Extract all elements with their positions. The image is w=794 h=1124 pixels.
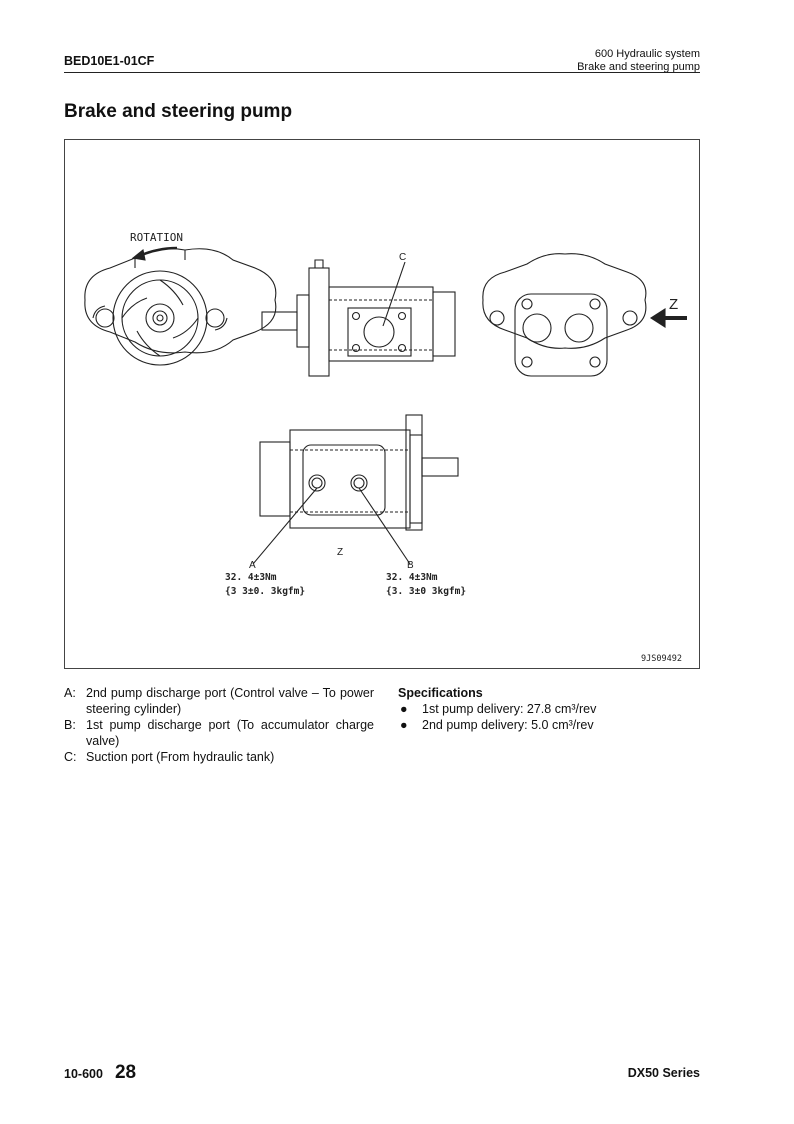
legend-text: 2nd pump discharge port (Control valve –… (86, 686, 374, 716)
label-z-arrow: Z (669, 296, 678, 313)
bullet-icon: ● (400, 718, 408, 732)
figure-code: 9JS09492 (641, 654, 682, 664)
port-legend: A: 2nd pump discharge port (Control valv… (64, 685, 374, 765)
end-view (482, 253, 647, 377)
specifications: Specifications ● 1st pump delivery: 27.8… (398, 685, 698, 733)
legend-item: C: Suction port (From hydraulic tank) (64, 749, 374, 765)
view-z (259, 414, 459, 531)
footer-code: 10-600 (64, 1067, 103, 1081)
label-a: A (249, 560, 256, 571)
rotation-label: ROTATION (130, 231, 183, 244)
spec-text: 1st pump delivery: 27.8 cm³/rev (422, 702, 597, 716)
torque-a-nm: 32. 4±3Nm (225, 572, 277, 583)
spec-text: 2nd pump delivery: 5.0 cm³/rev (422, 718, 594, 732)
footer-series: DX50 Series (627, 1066, 700, 1080)
rotation-arrow-icon (131, 246, 178, 261)
pump-drawing: ROTATION C (84, 231, 687, 664)
legend-text: 1st pump discharge port (To accumulator … (86, 718, 374, 748)
list-item: ● 1st pump delivery: 27.8 cm³/rev (398, 701, 698, 717)
subsection-name: Brake and steering pump (577, 61, 700, 73)
torque-b-kgfm: {3. 3±0 3kgfm} (386, 586, 466, 597)
front-view (84, 248, 277, 366)
leader-b (358, 487, 411, 565)
page-number: 28 (114, 1062, 137, 1083)
running-header: 600 Hydraulic system Brake and steering … (577, 48, 700, 74)
label-z-view: Z (337, 547, 343, 558)
torque-a-kgfm: {3 3±0. 3kgfm} (225, 586, 305, 597)
document-code: BED10E1-01CF (64, 54, 155, 68)
legend-item: B: 1st pump discharge port (To accumulat… (64, 717, 374, 749)
list-item: ● 2nd pump delivery: 5.0 cm³/rev (398, 717, 698, 733)
footer-page-ref: 10-600 28 (64, 1062, 136, 1084)
header-rule (64, 72, 700, 73)
view-z-arrow-icon (649, 307, 687, 329)
leader-a (252, 487, 318, 565)
side-view (261, 259, 456, 377)
pump-drawing-figure: ROTATION C (64, 139, 700, 669)
specifications-heading: Specifications (398, 686, 483, 700)
legend-key: C: (64, 750, 77, 764)
legend-item: A: 2nd pump discharge port (Control valv… (64, 685, 374, 717)
specifications-list: ● 1st pump delivery: 27.8 cm³/rev ● 2nd … (398, 701, 698, 733)
bullet-icon: ● (400, 702, 408, 716)
legend-key: B: (64, 718, 76, 732)
leader-c (382, 261, 406, 327)
label-c: C (399, 252, 406, 263)
legend-key: A: (64, 686, 76, 700)
section-name: 600 Hydraulic system (594, 48, 700, 60)
label-b: B (407, 560, 414, 571)
page-title: Brake and steering pump (64, 101, 293, 122)
torque-b-nm: 32. 4±3Nm (386, 572, 438, 583)
legend-text: Suction port (From hydraulic tank) (86, 750, 275, 764)
